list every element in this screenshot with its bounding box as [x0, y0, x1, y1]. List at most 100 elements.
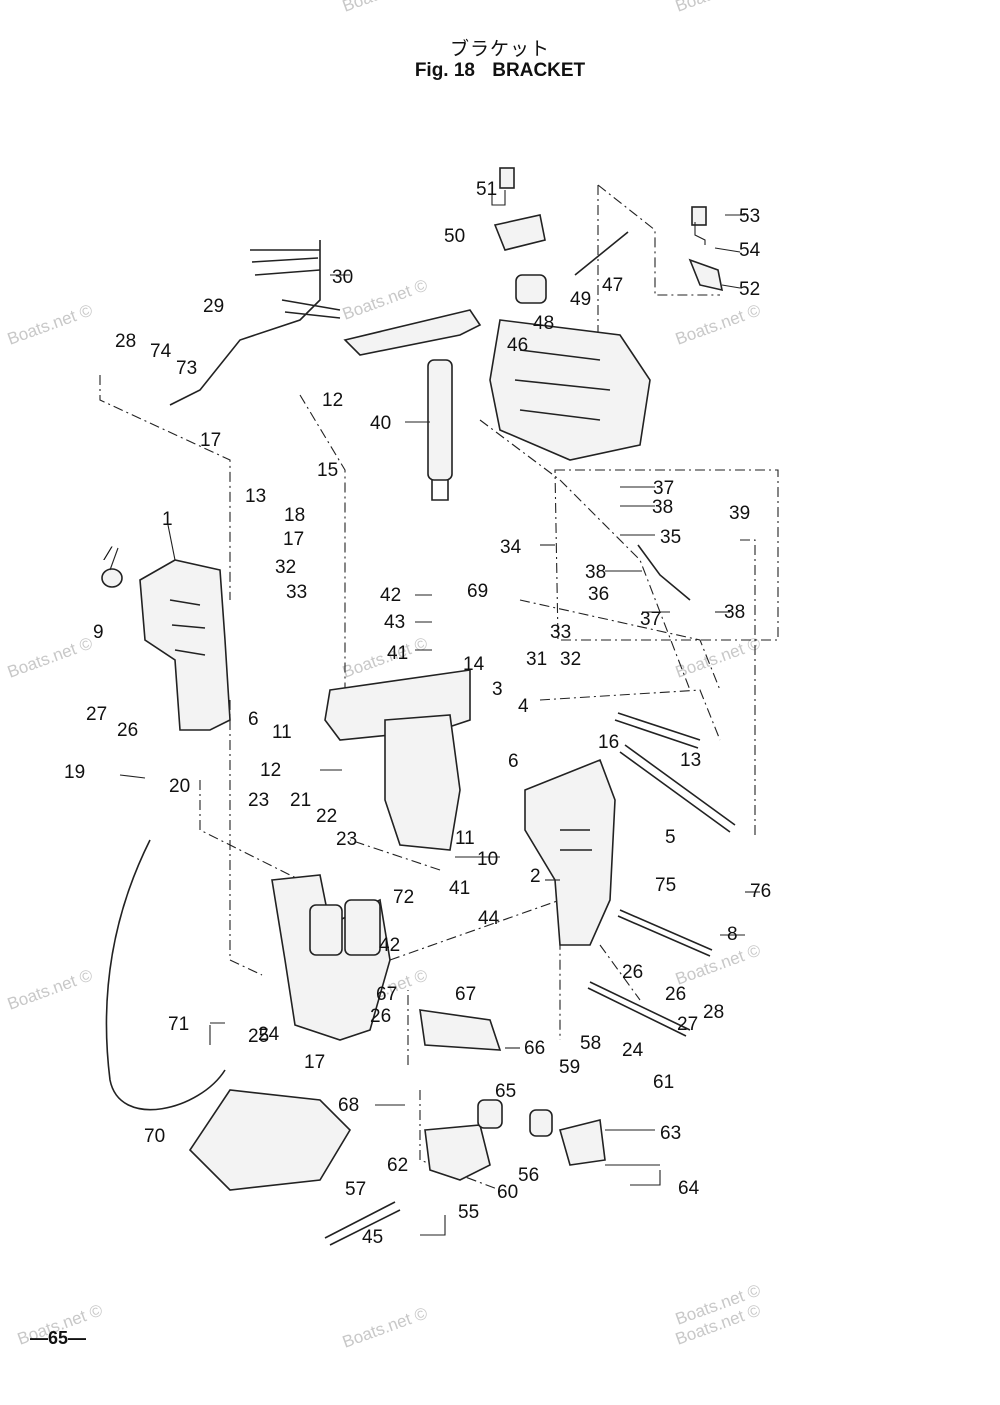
callout-74: 74: [150, 341, 172, 362]
callout-41: 41: [387, 643, 408, 664]
callout-66: 66: [524, 1038, 545, 1059]
callout-16: 16: [598, 732, 619, 753]
callout-20: 20: [169, 776, 190, 797]
callout-8: 8: [727, 924, 738, 945]
callout-35: 35: [660, 527, 681, 548]
callout-56: 56: [518, 1165, 539, 1186]
callout-29: 29: [203, 296, 224, 317]
callout-6: 6: [248, 709, 259, 730]
callout-6: 6: [508, 751, 519, 772]
callout-17: 17: [200, 430, 221, 451]
callout-25: 25: [248, 1026, 269, 1047]
callout-27: 27: [677, 1014, 698, 1035]
callout-28: 28: [115, 331, 136, 352]
callout-34: 34: [500, 537, 522, 558]
callout-62: 62: [387, 1155, 408, 1176]
callout-64: 64: [678, 1178, 700, 1199]
callout-17: 17: [304, 1052, 325, 1073]
callout-15: 15: [317, 460, 338, 481]
callout-53: 53: [739, 206, 760, 227]
callout-76: 76: [750, 881, 771, 902]
callout-30: 30: [332, 267, 353, 288]
leader-lines: [109, 188, 760, 1236]
callout-33: 33: [550, 622, 571, 643]
callout-60: 60: [497, 1182, 518, 1203]
callout-17: 17: [283, 529, 304, 550]
callout-36: 36: [588, 584, 609, 605]
figure-title: Fig. 18 BRACKET: [0, 60, 1000, 82]
callout-24: 24: [622, 1040, 644, 1061]
callout-38: 38: [652, 497, 673, 518]
callout-28: 28: [703, 1002, 724, 1023]
callout-12: 12: [260, 760, 281, 781]
callout-13: 13: [680, 750, 701, 771]
callout-47: 47: [602, 275, 623, 296]
callout-65: 65: [495, 1081, 516, 1102]
callout-14: 14: [463, 654, 485, 675]
callout-61: 61: [653, 1072, 674, 1093]
callout-55: 55: [458, 1202, 479, 1223]
callout-x: ⁄: [103, 544, 113, 565]
watermark-text: Boats.net ©: [5, 633, 96, 681]
callout-70: 70: [144, 1126, 165, 1147]
callout-58: 58: [580, 1033, 601, 1054]
watermark-text: Boats.net ©: [5, 300, 96, 348]
part-outlines: [101, 167, 736, 1246]
callout-40: 40: [370, 413, 391, 434]
callout-48: 48: [533, 313, 554, 334]
callout-26: 26: [117, 720, 138, 741]
figure-number: Fig. 18: [414, 60, 475, 81]
callout-49: 49: [570, 289, 591, 310]
callout-10: 10: [477, 849, 498, 870]
page-number: —65—: [30, 1328, 87, 1348]
watermark-text: Boats.net ©: [340, 0, 431, 16]
figure-name: BRACKET: [492, 60, 586, 81]
callout-18: 18: [284, 505, 305, 526]
callout-31: 31: [526, 649, 547, 670]
callout-22: 22: [316, 806, 337, 827]
callout-24: 24: [258, 1024, 280, 1045]
callout-50: 50: [444, 226, 465, 247]
watermark-text: Boats.net ©: [340, 633, 431, 681]
callout-68: 68: [338, 1095, 359, 1116]
callout-38: 38: [724, 602, 745, 623]
callout-32: 32: [560, 649, 581, 670]
callout-5: 5: [665, 827, 676, 848]
callout-51: 51: [476, 179, 497, 200]
callout-45: 45: [362, 1227, 383, 1248]
callout-41: 41: [449, 878, 470, 899]
callout-69: 69: [467, 581, 488, 602]
callout-75: 75: [655, 875, 676, 896]
callout-52: 52: [739, 279, 760, 300]
callout-38: 38: [585, 562, 606, 583]
callout-67: 67: [376, 984, 397, 1005]
watermark-text: Boats.net ©: [340, 1303, 431, 1351]
callout-27: 27: [86, 704, 107, 725]
callout-54: 54: [739, 240, 761, 261]
watermark-layer: Boats.net © Boats.net © Boats.net © Boats.n…: [5, 0, 764, 1352]
callout-26: 26: [665, 984, 686, 1005]
callout-23: 23: [336, 829, 357, 850]
callout-72: 72: [393, 887, 414, 908]
callout-26: 26: [622, 962, 643, 983]
callout-37: 37: [653, 478, 674, 499]
callout-23: 23: [248, 790, 269, 811]
watermark-text: Boats.net ©: [673, 300, 764, 348]
callout-11: 11: [455, 828, 475, 849]
callout-57: 57: [345, 1179, 366, 1200]
callout-19: 19: [64, 762, 85, 783]
assembly-guide-lines: [99, 184, 779, 1191]
callout-39: 39: [729, 503, 750, 524]
title-japanese: ブラケット: [449, 38, 550, 60]
callout-21: 21: [290, 790, 311, 811]
callout-67: 67: [455, 984, 476, 1005]
callout-37: 37: [640, 609, 661, 630]
callout-11: 11: [272, 722, 292, 743]
callout-9: 9: [93, 622, 104, 643]
watermark-text: Boats.net ©: [673, 940, 764, 988]
callout-43: 43: [384, 612, 405, 633]
watermark-text: Boats.net ©: [340, 275, 431, 323]
callout-labels: 1234566891011111212131314151617171718192…: [64, 179, 771, 1248]
